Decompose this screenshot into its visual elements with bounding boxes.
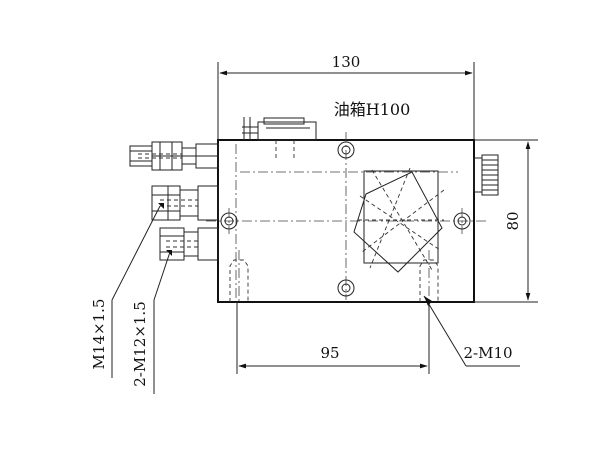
port-m14-fitting	[151, 185, 219, 221]
dimension-port-spacing-label: 95	[320, 344, 339, 362]
dimension-height-label: 80	[504, 211, 522, 230]
port-m10-left	[229, 250, 249, 302]
label-m12: 2-M12×1.5	[131, 301, 149, 386]
leader-m10: 2-M10	[423, 295, 520, 367]
port-m12-fitting	[159, 227, 219, 261]
hole-right	[453, 208, 471, 234]
dimension-width-label: 130	[332, 53, 361, 71]
top-fitting	[242, 117, 317, 160]
label-m10: 2-M10	[463, 344, 512, 362]
tank-label: 油箱H100	[334, 100, 411, 119]
hole-left	[220, 208, 238, 234]
hole-top-center	[337, 141, 355, 159]
dimension-port-spacing: 95	[236, 302, 430, 374]
port-m10-right	[419, 250, 439, 302]
left-upper-fitting	[129, 141, 219, 171]
dimension-width: 130	[217, 53, 475, 140]
valve-body-square	[353, 167, 445, 273]
right-knob	[473, 154, 499, 196]
leader-m12: 2-M12×1.5	[131, 251, 171, 394]
dimension-height: 80	[474, 139, 538, 303]
leader-m14: M14×1.5	[90, 205, 161, 378]
hole-bottom-center	[337, 279, 355, 297]
label-m14: M14×1.5	[90, 299, 108, 370]
